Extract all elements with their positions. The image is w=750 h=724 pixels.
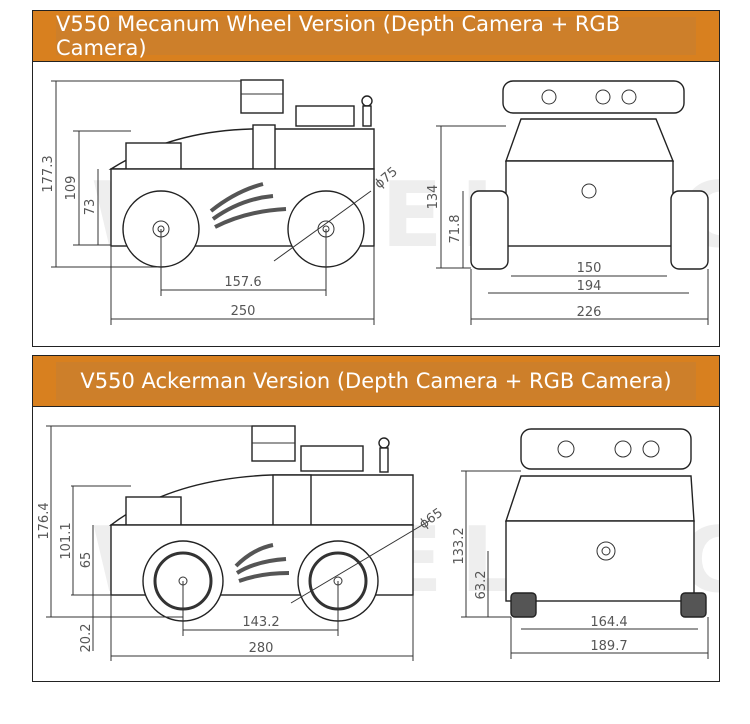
dim-body-height: 65 [79,552,94,569]
wheel-left [510,592,537,618]
panel-header: V550 Ackerman Version (Depth Camera + RG… [33,356,719,407]
dim-length: 250 [231,304,256,319]
controller-board [300,445,364,472]
dim-wheel-height: 71.8 [448,215,463,244]
dim-wheelbase: 143.2 [242,615,279,630]
dim-height: 133.2 [452,527,467,564]
dim-track: 194 [577,279,602,294]
dim-track: 164.4 [590,615,627,630]
wheel-right [680,592,707,618]
dim-width: 226 [577,305,602,320]
dim-wheel-height: 63.2 [474,571,489,600]
front-body [505,160,674,247]
mecanum-dimension-drawing: WHEELTEC 177.3 109 73 ϕ75 1 [41,79,719,325]
dim-wheelbase: 157.6 [224,275,261,290]
panel-title: V550 Ackerman Version (Depth Camera + RG… [56,362,696,400]
depth-camera [502,80,685,114]
dim-body-width: 150 [577,261,602,276]
ackerman-dimension-drawing: WHEELTEC 176.4 101.1 65 20.2 ϕ65 [37,425,719,661]
panel-header: V550 Mecanum Wheel Version (Depth Camera… [33,11,719,62]
panel-title: V550 Mecanum Wheel Version (Depth Camera… [56,12,696,60]
mecanum-wheel-left [470,190,509,270]
ackerman-version-panel: V550 Ackerman Version (Depth Camera + RG… [32,355,720,682]
lidar [240,79,284,114]
front-view: 134 71.8 150 194 226 [426,80,709,325]
mecanum-wheel-right [670,190,709,270]
controller-board [295,105,355,127]
dim-upper-height: 101.1 [59,522,74,559]
dim-length: 280 [249,641,274,656]
depth-camera [520,428,692,470]
dim-body-height: 73 [83,199,98,216]
dim-upper-height: 109 [64,176,79,201]
side-view: 177.3 109 73 ϕ75 157.6 250 [41,79,401,325]
dim-total-height: 177.3 [41,155,56,192]
mecanum-version-panel: V550 Mecanum Wheel Version (Depth Camera… [32,10,720,347]
dim-width: 189.7 [590,639,627,654]
side-view: 176.4 101.1 65 20.2 ϕ65 143.2 280 [37,425,446,661]
dim-total-height: 176.4 [37,502,52,539]
dim-ground-clearance: 20.2 [79,624,94,653]
front-body [505,520,695,602]
dim-height: 134 [426,185,441,210]
front-view: 133.2 63.2 164.4 189.7 [452,428,709,659]
